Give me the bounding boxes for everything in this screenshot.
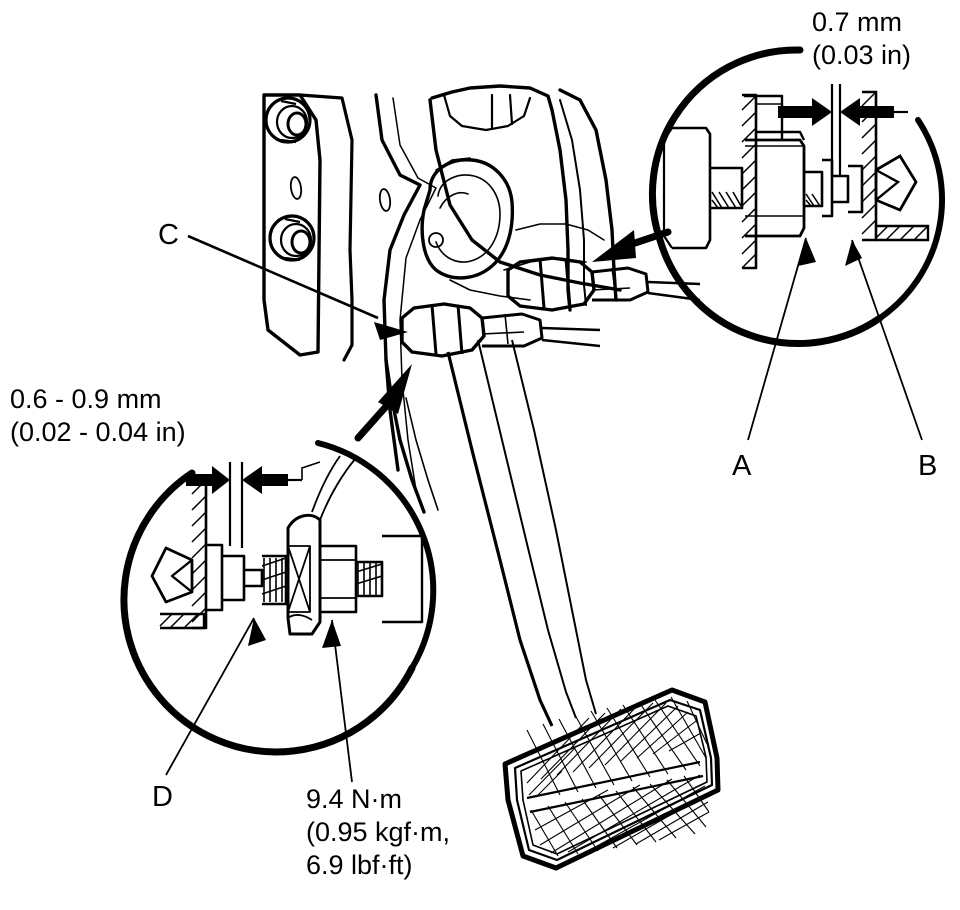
pedal-pad-texture-lower bbox=[530, 774, 710, 857]
callout-label-b: B bbox=[918, 450, 938, 482]
clearance-dimension-arrows-lower bbox=[186, 466, 288, 494]
detail-upper-connector-arrow bbox=[592, 228, 672, 262]
clearance-extension-lines-upper bbox=[830, 84, 842, 176]
lower-mounting-bolt bbox=[268, 214, 316, 262]
torque-spec: 9.4 N·m (0.95 kgf·m, 6.9 lbf·ft) bbox=[306, 784, 451, 880]
callout-b-leader bbox=[845, 239, 923, 441]
callout-a-leader bbox=[747, 237, 816, 441]
detail-circle-upper-right bbox=[648, 46, 945, 441]
callout-c-leader bbox=[187, 234, 408, 340]
upper-mounting-bolt bbox=[264, 96, 312, 144]
bracket-slots bbox=[289, 176, 392, 212]
detail-circle-lower-left bbox=[120, 440, 437, 783]
torque-leader bbox=[322, 619, 353, 783]
pedal-pad-texture-upper bbox=[526, 696, 708, 798]
section-hatch-plate-upper bbox=[741, 95, 757, 269]
callout-label-c: C bbox=[158, 219, 179, 251]
callout-label-d: D bbox=[152, 781, 173, 813]
detail-lower-connector-arrow bbox=[354, 364, 412, 442]
pedal-arm bbox=[446, 339, 597, 727]
clearance-spec-lower: 0.6 - 0.9 mm (0.02 - 0.04 in) bbox=[10, 384, 186, 447]
pedal-bracket-assembly bbox=[262, 84, 622, 514]
callout-d-leader bbox=[165, 617, 266, 776]
lower-pedal-switch bbox=[400, 302, 601, 358]
clearance-extension-lines-lower bbox=[228, 462, 244, 548]
clearance-spec-upper: 0.7 mm (0.03 in) bbox=[812, 7, 912, 70]
thread-hatch-lower bbox=[261, 557, 287, 602]
clearance-dimension-arrows-upper bbox=[778, 98, 894, 126]
pedal-pad bbox=[502, 687, 721, 871]
section-hatch-plate-lower-left bbox=[191, 479, 207, 623]
callout-label-a: A bbox=[732, 450, 752, 482]
